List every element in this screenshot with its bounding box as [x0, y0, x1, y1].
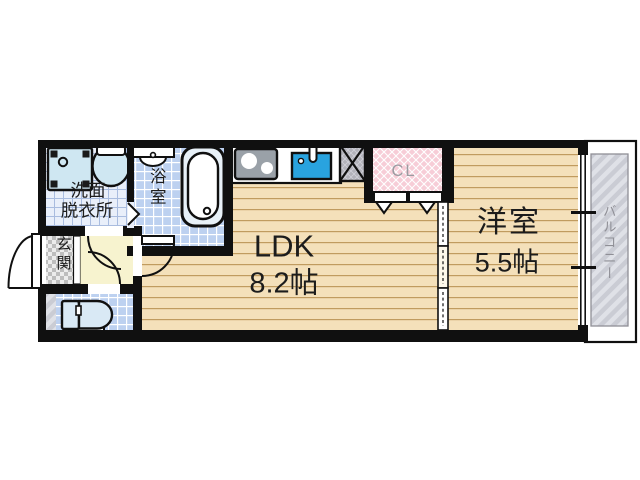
- crossed-box-icon: [339, 144, 366, 182]
- ldk-label: LDK: [253, 228, 315, 264]
- balcony-window: [571, 155, 596, 325]
- bath-counter-drain: [149, 151, 157, 159]
- pan-corner: [82, 180, 90, 188]
- wall-top: [38, 140, 588, 148]
- ldk-area-label: 8.2帖: [249, 267, 319, 300]
- wall-right-lower: [578, 325, 588, 335]
- bathtub-drain: [202, 206, 212, 216]
- balcony: [583, 139, 638, 344]
- pan-corner: [82, 150, 90, 158]
- wall-kitchen-closet: [364, 140, 373, 203]
- pan-drain: [57, 156, 69, 168]
- window-sash-tick: [571, 211, 596, 214]
- wall-left-upper: [38, 140, 46, 236]
- closet-door-arrow-left: [374, 201, 394, 215]
- wall-bottom: [38, 330, 588, 342]
- bath-counter-basin: [138, 156, 168, 167]
- bathtub-inner: [186, 151, 220, 221]
- sliding-door: [437, 201, 449, 331]
- doors: [7, 201, 449, 331]
- washroom-door-opening: [85, 226, 123, 236]
- kitchen-block: [229, 140, 367, 185]
- closet-door-arrow-right: [417, 201, 437, 215]
- ldk-door-arc: [141, 243, 175, 277]
- toilet-door-arc: [87, 251, 121, 285]
- stove-burner-large: [241, 153, 257, 169]
- entrance-door-leaf: [31, 233, 42, 289]
- wall-bath-right: [224, 140, 233, 256]
- wall-toilet-right: [133, 294, 142, 334]
- entrance-floor: [46, 236, 74, 284]
- stove-burner-small: [261, 162, 273, 174]
- pan-corner: [50, 180, 58, 188]
- wall-bath-bottom: [127, 246, 233, 256]
- window-opening: [578, 155, 588, 325]
- wall-closet-right: [442, 140, 454, 203]
- balcony-label: バルコニー: [600, 204, 616, 282]
- pipe-space: [46, 294, 56, 330]
- closet-area: [373, 147, 443, 192]
- pan-corner: [50, 150, 58, 158]
- western-room-area-label: 5.5帖: [474, 247, 540, 278]
- toilet-fixtures: [60, 299, 114, 335]
- bathroom-label: 浴室: [147, 167, 166, 209]
- western-room-label: 洋室: [477, 206, 541, 239]
- wall-right-upper: [578, 140, 588, 155]
- closet-door-left: [373, 191, 408, 203]
- entrance-door-arc: [7, 235, 34, 289]
- toilet-flush: [75, 305, 82, 316]
- window-sash-tick: [571, 266, 596, 269]
- walls: [38, 140, 588, 342]
- washroom-fixtures: [46, 144, 131, 192]
- entrance-label: 玄関: [54, 236, 72, 274]
- toilet-bowl: [77, 299, 114, 330]
- closet-label: CL: [391, 161, 417, 180]
- balcony-deck: [590, 153, 629, 327]
- ldk-door-leaf: [141, 235, 175, 245]
- closet-block: [373, 147, 443, 215]
- bath-door-fold: [127, 202, 141, 226]
- entrance-step: [72, 235, 82, 285]
- toilet-door-opening: [88, 284, 120, 294]
- washroom-label-line1: 洗面: [70, 180, 106, 201]
- sink-drain: [297, 157, 305, 165]
- wall-washroom-bath: [127, 140, 134, 202]
- closet-door-right: [408, 191, 443, 203]
- washroom-label-line2: 脱衣所: [60, 200, 114, 221]
- wall-left-lower: [38, 286, 46, 336]
- ldk-door-opening: [133, 236, 142, 276]
